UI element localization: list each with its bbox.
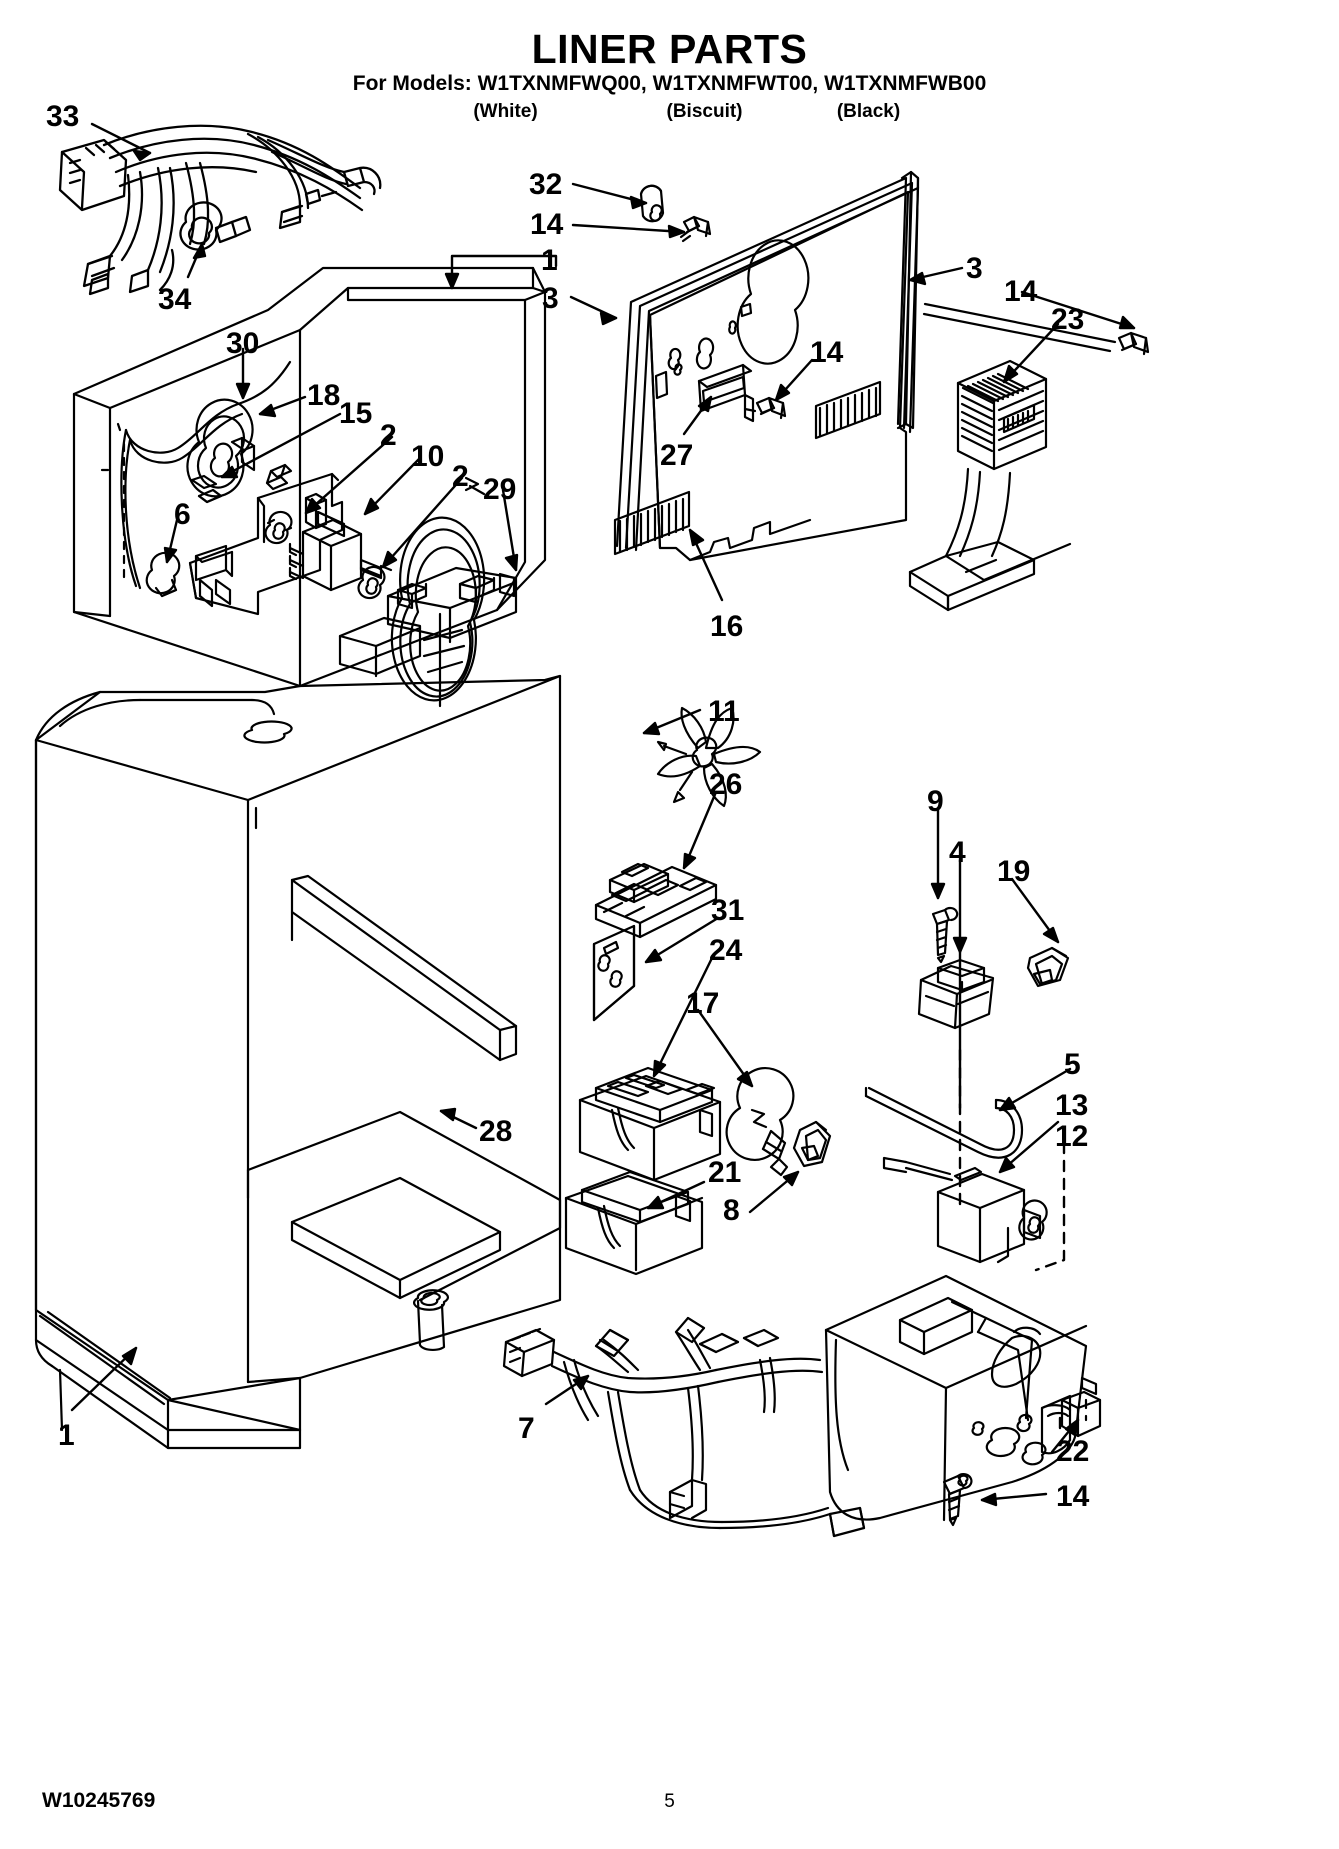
- callout-17: 17: [686, 987, 720, 1020]
- callout-3-upper: 3: [542, 282, 559, 315]
- callout-2-a: 2: [380, 419, 397, 452]
- callout-14-bottom: 14: [1056, 1480, 1090, 1513]
- callout-5: 5: [1064, 1048, 1081, 1081]
- part-16-rear-panel: [613, 176, 920, 562]
- color-variants: (White) (Biscuit) (Black): [0, 101, 1339, 123]
- part-18-fan-shroud: [188, 472, 344, 616]
- callout-12: 12: [1055, 1120, 1089, 1153]
- callout-23: 23: [1051, 303, 1085, 336]
- part-11-fan-blade: [656, 706, 762, 808]
- callout-1-lower: 1: [58, 1419, 75, 1452]
- callout-18: 18: [307, 379, 341, 412]
- part-32-bushing: [639, 184, 665, 223]
- part-14-screw-bottom: [942, 1473, 973, 1527]
- part-23-air-tower: [908, 359, 1072, 612]
- callout-31: 31: [711, 894, 745, 927]
- callout-1-upper: 1: [541, 244, 558, 277]
- part-12-control-housing: [824, 1274, 1088, 1522]
- callout-3-right: 3: [966, 252, 983, 285]
- part-5-capillary-tube: [864, 1086, 1024, 1159]
- callout-26: 26: [709, 768, 743, 801]
- callout-16: 16: [710, 610, 744, 643]
- part-30-clip: [265, 463, 293, 491]
- part-21-air-duct-baffle: [564, 1170, 704, 1276]
- callout-22: 22: [1056, 1435, 1090, 1468]
- callout-32: 32: [529, 168, 563, 201]
- part-31-insulation-panel: [592, 924, 636, 1022]
- part-15-fan-motor: [186, 398, 256, 504]
- part-2-grommet-b: [357, 565, 386, 600]
- callout-10: 10: [411, 440, 445, 473]
- part-4-defrost-timer: [917, 958, 995, 1030]
- callout-24: 24: [709, 934, 743, 967]
- footer-page-number: 5: [664, 1791, 675, 1812]
- models-line: For Models: W1TXNMFWQ00, W1TXNMFWT00, W1…: [352, 72, 987, 95]
- callout-27: 27: [660, 439, 694, 472]
- part-33-wire-harness-upper: [58, 124, 382, 296]
- footer-document-code: W10245769: [42, 1789, 156, 1812]
- callout-13: 13: [1055, 1089, 1089, 1122]
- callout-21: 21: [708, 1156, 742, 1189]
- callout-28: 28: [479, 1115, 513, 1148]
- callout-34: 34: [158, 283, 192, 316]
- callout-6: 6: [174, 498, 191, 531]
- part-10-thermostat-switch: [288, 510, 393, 592]
- part-26-control-panel: [594, 862, 718, 939]
- callout-29: 29: [483, 473, 517, 506]
- callout-14-top: 14: [530, 208, 564, 241]
- callout-4: 4: [949, 836, 966, 869]
- callout-2-b: 2: [452, 460, 469, 493]
- part-3-gasket-right: [896, 170, 920, 430]
- part-28-bushing: [413, 1289, 449, 1351]
- part-8-clip: [792, 1120, 832, 1168]
- callout-9: 9: [927, 785, 944, 818]
- part-29-bracket: [338, 476, 518, 678]
- color-black: (Black): [836, 101, 901, 122]
- callout-14-center: 14: [810, 336, 844, 369]
- part-13-cold-control: [882, 1156, 1048, 1264]
- callout-11: 11: [708, 695, 740, 728]
- callout-14-right: 14: [1004, 275, 1038, 308]
- callout-33: 33: [46, 100, 80, 133]
- part-1-liner-cabinet: [34, 266, 562, 1450]
- callout-8: 8: [723, 1194, 740, 1227]
- page-title: LINER PARTS: [531, 26, 808, 72]
- part-2-grommet-a: [264, 510, 293, 545]
- callout-19: 19: [997, 855, 1031, 888]
- part-19-clip: [1026, 946, 1070, 988]
- callout-30: 30: [226, 327, 260, 360]
- leader-lines: [70, 122, 1136, 1507]
- part-14-screw-top: [679, 215, 712, 243]
- part-17-light-bulb: [725, 1067, 795, 1177]
- part-14-screw-right: [922, 302, 1150, 356]
- part-9-screw: [931, 906, 959, 964]
- fan-ring: [390, 516, 486, 708]
- callout-7: 7: [518, 1412, 535, 1445]
- part-7-wire-harness-lower: [502, 1316, 866, 1538]
- color-white: (White): [473, 101, 538, 122]
- color-biscuit: (Biscuit): [666, 101, 743, 122]
- callout-15: 15: [339, 397, 373, 430]
- part-24-light-socket: [578, 1066, 722, 1182]
- part-22-knob: [1060, 1376, 1102, 1438]
- part-6-plug-button: [145, 551, 181, 598]
